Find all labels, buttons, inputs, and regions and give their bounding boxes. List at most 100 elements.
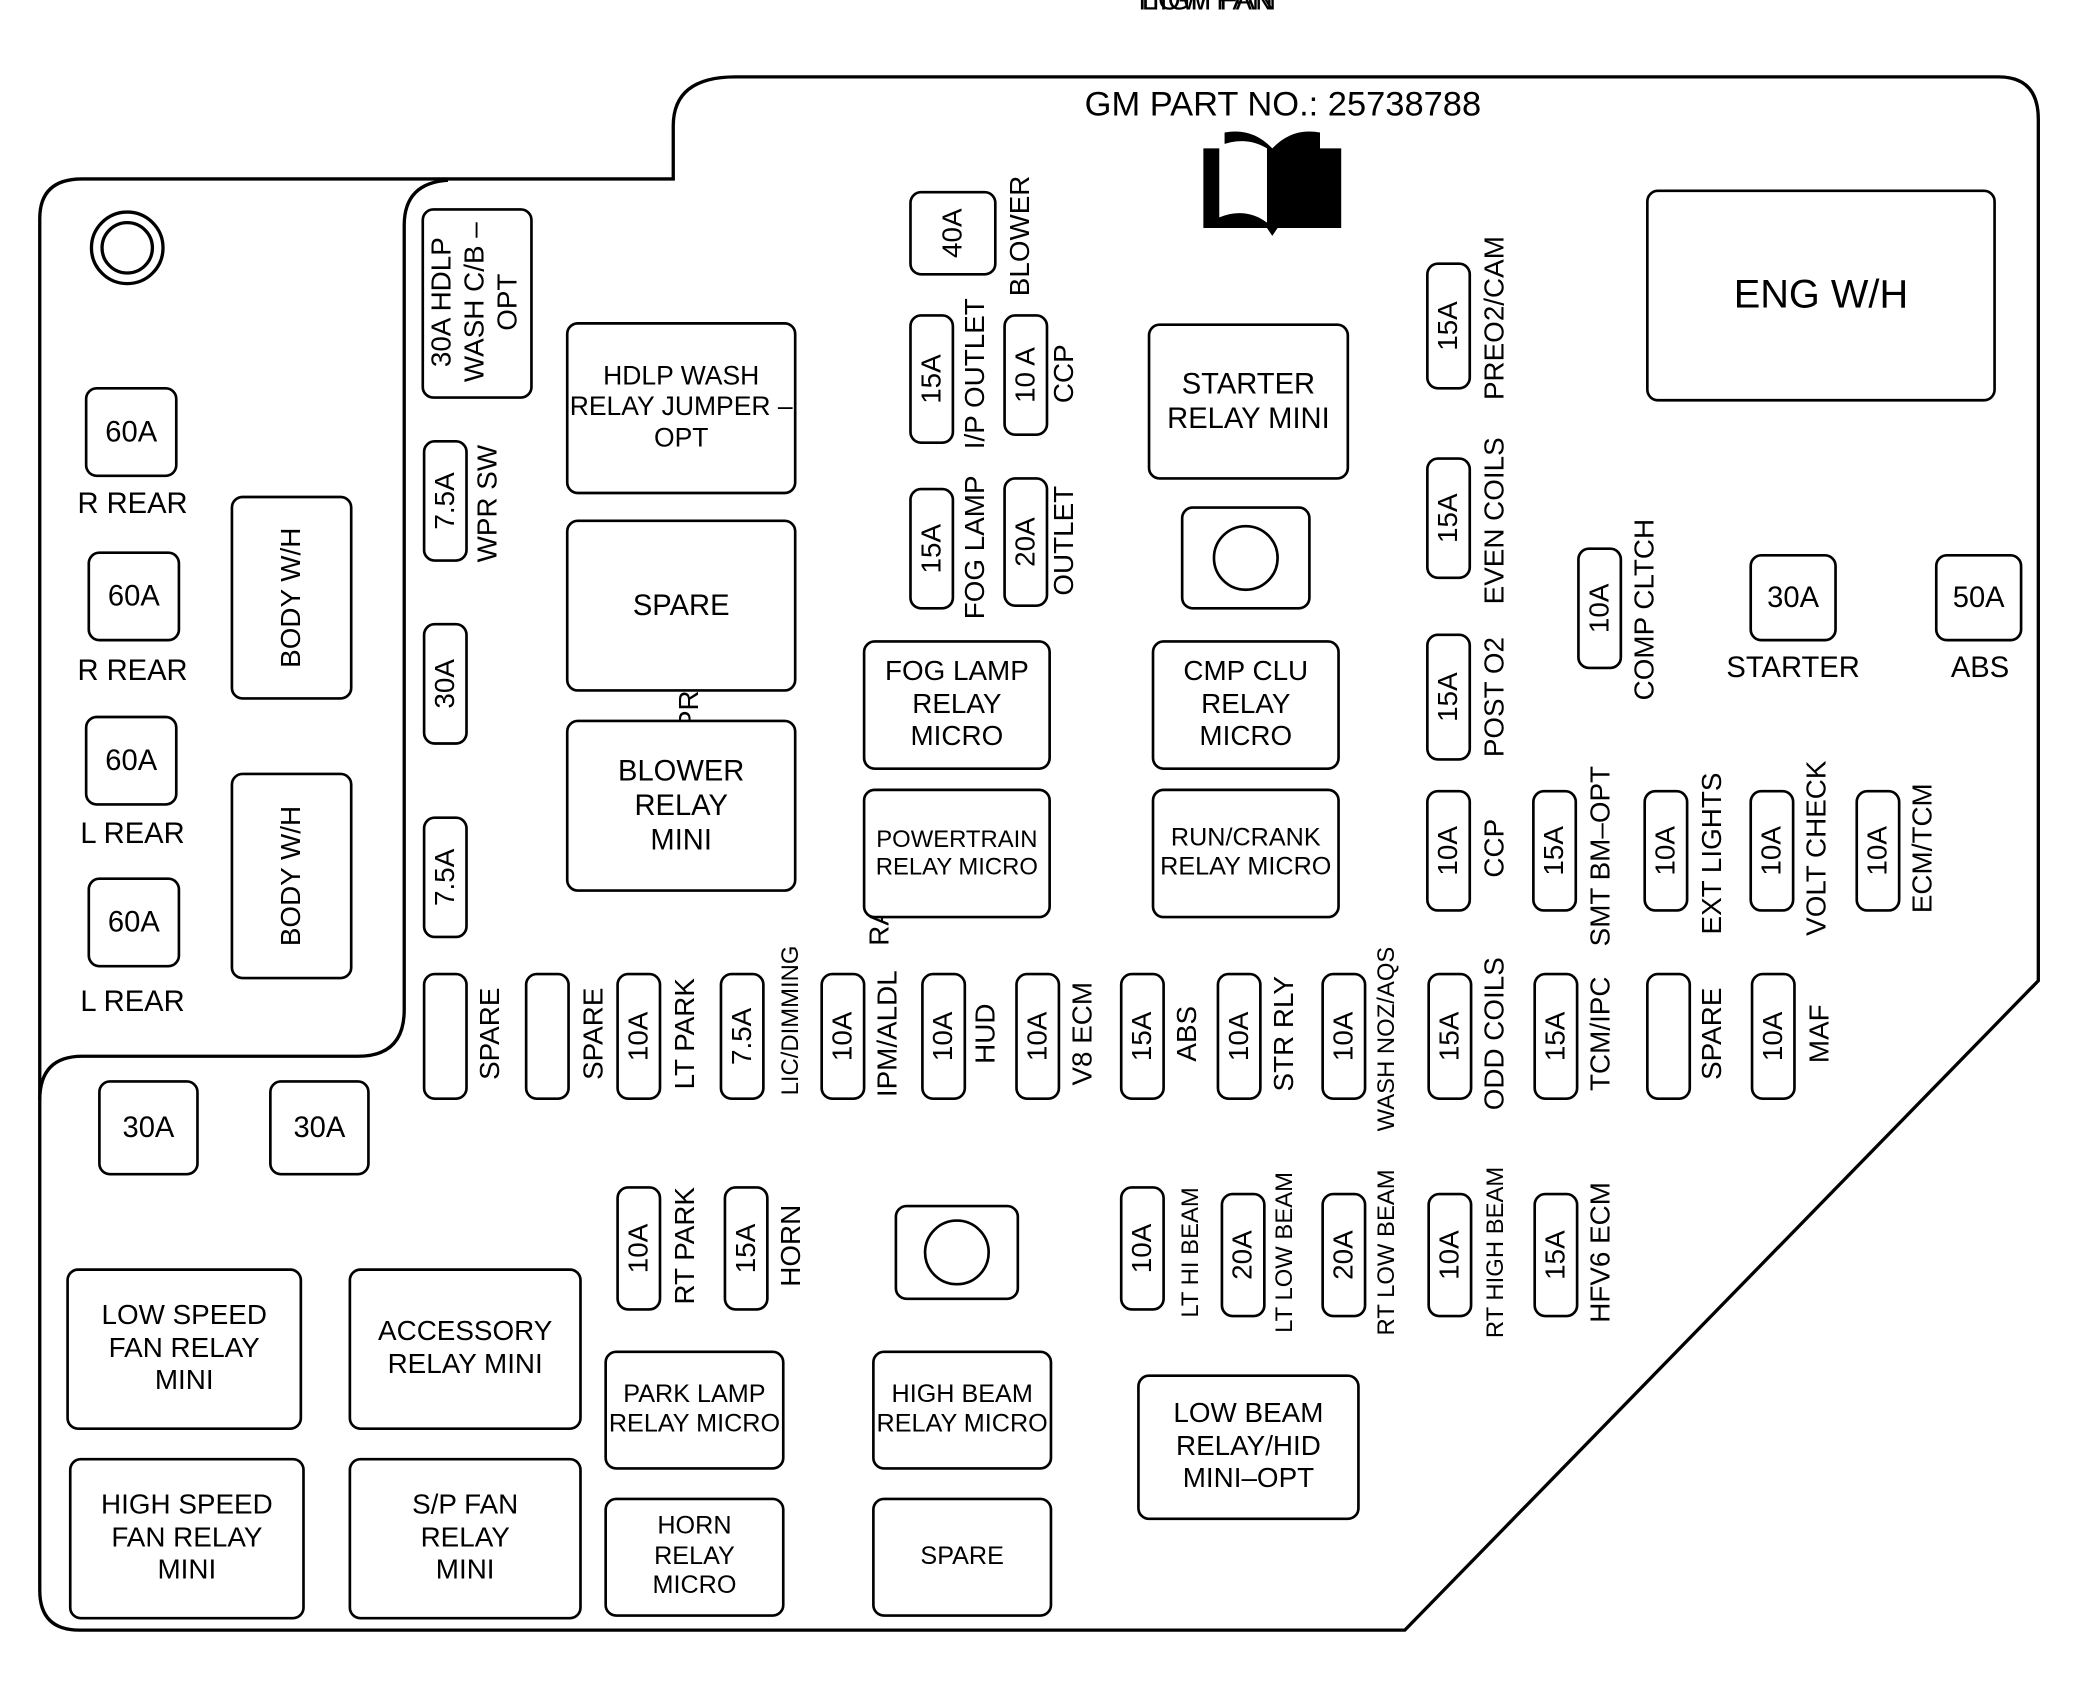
park-lamp-relay-label: PARK LAMP RELAY MICRO	[608, 1380, 781, 1438]
low-beam-relay-label: LOW BEAM RELAY/HID MINI–OPT	[1173, 1397, 1324, 1495]
str-rly-rating: 10A	[1223, 1010, 1254, 1061]
hud-label: HUD	[970, 1003, 1002, 1064]
low-speed-fan-relay: LOW SPEED FAN RELAY MINI	[66, 1268, 303, 1430]
ipm-aldl-rating: 10A	[826, 1010, 858, 1061]
even-coils-rating: 15A	[1432, 492, 1464, 543]
smt-bm-rating: 15A	[1538, 825, 1570, 875]
lt-park-box: 10A	[616, 972, 662, 1100]
smt-bm-label: SMT BM–OPT	[1585, 765, 1617, 947]
mounting-hole-icon	[89, 210, 165, 286]
starter-relay: STARTER RELAY MINI	[1147, 323, 1350, 480]
str-rly-box: 10A	[1216, 972, 1262, 1100]
r-rear-2-box: 60A	[87, 551, 181, 642]
v8-ecm-box: 10A	[1015, 972, 1061, 1100]
volt-check-box: 10A	[1749, 789, 1795, 912]
eng-wh-label: ENG W/H	[1733, 273, 1909, 317]
l-rear-2-box: 60A	[87, 877, 181, 968]
outlet-box: 20A	[1003, 477, 1049, 607]
body-wh-2-box: BODY W/H	[230, 772, 353, 980]
ext-lights-label: EXT LIGHTS	[1697, 772, 1728, 935]
maf-box: 10A	[1750, 972, 1796, 1100]
mounting-hole-icon	[894, 1204, 1020, 1301]
preo2-cam-label: PREO2/CAM	[1479, 236, 1511, 401]
even-coils-box: 15A	[1426, 457, 1472, 580]
wpr-mod-box: 30A	[422, 622, 468, 745]
rain-ssr-rating: 7.5A	[429, 848, 460, 906]
lt-low-beam-label: LT LOW BEAM	[1270, 1171, 1298, 1333]
high-beam-relay-label: HIGH BEAM RELAY MICRO	[876, 1380, 1048, 1438]
body-wh-1-label: BODY W/H	[275, 526, 307, 668]
lt-hi-beam-rating: 10A	[1126, 1223, 1157, 1273]
rain-ssr-box: 7.5A	[422, 816, 468, 939]
info-book-icon	[1203, 131, 1342, 236]
abs-50-rating: 50A	[1952, 580, 2005, 614]
rt-low-beam-rating: 20A	[1327, 1229, 1359, 1280]
accessory-relay-label: ACCESSORY RELAY MINI	[378, 1316, 553, 1380]
high-fan-box: 30A	[98, 1080, 199, 1176]
ext-lights-rating: 10A	[1649, 825, 1681, 875]
outlet-label: OUTLET	[1048, 485, 1080, 596]
fog-lamp-label: FOG LAMP	[960, 475, 991, 620]
abs-15-label: ABS	[1172, 1005, 1203, 1062]
blower-label: BLOWER	[1005, 175, 1036, 297]
rt-park-rating: 10A	[622, 1223, 654, 1273]
r-rear-1-box: 60A	[84, 386, 178, 478]
starter-relay-label: STARTER RELAY MINI	[1167, 367, 1330, 435]
smt-bm-box: 15A	[1532, 789, 1578, 912]
ecm-tcm-label: ECM/TCM	[1907, 783, 1939, 914]
spare-1-label: SPARE	[475, 987, 506, 1080]
lic-dimming-rating: 7.5A	[726, 1007, 757, 1065]
low-fan-box: 30A	[269, 1080, 370, 1176]
eng-wh-box: ENG W/H	[1646, 189, 1996, 402]
accessory-relay: ACCESSORY RELAY MINI	[348, 1268, 582, 1430]
rt-high-beam-rating: 10A	[1433, 1229, 1465, 1280]
rt-low-beam-label: RT LOW BEAM	[1373, 1169, 1400, 1336]
maf-rating: 10A	[1757, 1010, 1788, 1061]
fog-lamp-rating: 15A	[915, 523, 947, 573]
blower-relay: BLOWER RELAY MINI	[565, 719, 797, 892]
spare-1-box	[422, 972, 468, 1100]
high-speed-fan-relay: HIGH SPEED FAN RELAY MINI	[68, 1457, 305, 1620]
r-rear-2-label: R REAR	[77, 653, 188, 687]
ccp-mid-rating: 10A	[1432, 825, 1464, 875]
hud-box: 10A	[921, 972, 967, 1100]
starter-label: STARTER	[1726, 650, 1860, 684]
low-fan-rating: 30A	[293, 1110, 346, 1144]
starter-rating: 30A	[1767, 580, 1820, 614]
abs-50-box: 50A	[1934, 553, 2023, 642]
ext-lights-box: 10A	[1643, 789, 1689, 912]
tcm-ipc-rating: 15A	[1539, 1010, 1571, 1061]
lt-hi-beam-box: 10A	[1119, 1186, 1165, 1311]
l-rear-2-rating: 60A	[107, 905, 160, 939]
preo2-cam-rating: 15A	[1432, 300, 1464, 351]
ccp-mid-box: 10A	[1426, 789, 1472, 912]
horn-label: HORN	[775, 1204, 807, 1287]
volt-check-rating: 10A	[1756, 825, 1787, 875]
run-crank-relay: RUN/CRANK RELAY MICRO	[1151, 788, 1340, 919]
rt-low-beam-box: 20A	[1321, 1192, 1367, 1318]
comp-cltch-box: 10A	[1577, 547, 1623, 670]
wash-noz-rating: 10A	[1327, 1010, 1359, 1061]
wpr-sw-rating: 7.5A	[429, 471, 460, 529]
hdlp-wash-rating: 30A HDLP WASH C/B –OPT	[426, 222, 523, 383]
ccp-top-label: CCP	[1048, 344, 1080, 404]
abs-15-rating: 15A	[1126, 1010, 1157, 1061]
high-fan-label: HIGH FAN	[1138, 0, 1276, 15]
str-rly-label: STR RLY	[1268, 975, 1300, 1092]
preo2-cam-box: 15A	[1426, 262, 1472, 390]
cmp-clu-relay: CMP CLU RELAY MICRO	[1151, 640, 1340, 770]
abs-50-label: ABS	[1950, 650, 2010, 684]
lt-park-label: LT PARK	[669, 978, 701, 1090]
horn-rating: 15A	[730, 1223, 761, 1273]
run-crank-relay-label: RUN/CRANK RELAY MICRO	[1160, 823, 1332, 882]
l-rear-2-label: L REAR	[80, 984, 185, 1018]
even-coils-label: EVEN COILS	[1479, 437, 1511, 605]
horn-box: 15A	[723, 1186, 769, 1311]
ccp-mid-label: CCP	[1479, 818, 1511, 878]
l-rear-1-rating: 60A	[105, 743, 158, 777]
spare-relay-2: SPARE	[872, 1497, 1053, 1617]
hfv6-ecm-label: HFV6 ECM	[1585, 1182, 1617, 1323]
post-o2-rating: 15A	[1432, 671, 1464, 722]
page-title: GM PART NO.: 25738788	[1084, 83, 1482, 124]
park-lamp-relay: PARK LAMP RELAY MICRO	[604, 1350, 785, 1470]
